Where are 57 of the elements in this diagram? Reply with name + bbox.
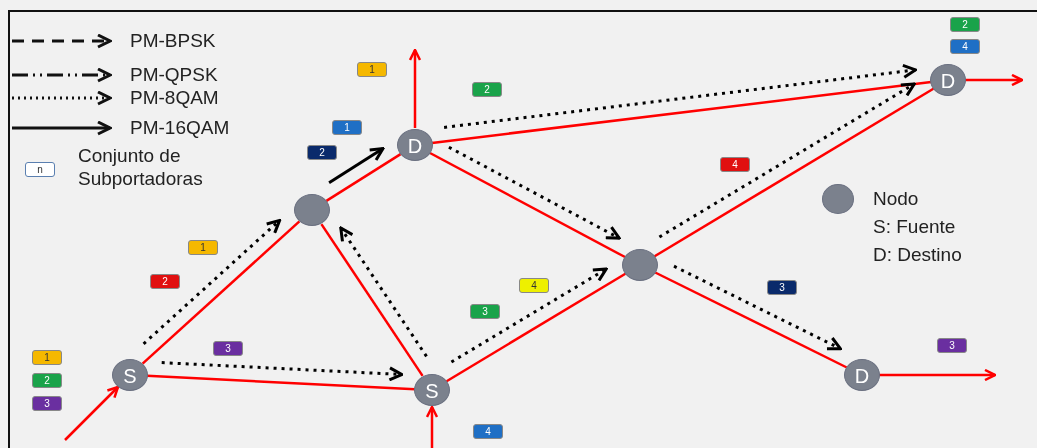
arrow [64,385,120,441]
link-line [445,272,627,383]
node-circle: D [930,64,966,96]
subcarrier-tag: 2 [150,274,180,289]
subcarrier-tag: 2 [32,373,62,388]
subcarrier-tag: 2 [472,82,502,97]
subcarrier-tag: 3 [937,338,967,353]
subcarrier-tag: 1 [332,120,362,135]
subcarrier-tag: 3 [767,280,797,295]
legend-text: PM-16QAM [130,116,230,139]
node-circle: S [112,359,148,391]
link-line [146,374,416,391]
arrow [443,63,917,129]
legend-text: Conjunto de Subportadoras [78,144,204,190]
legend-text: S: Fuente [873,215,956,238]
legend-text: PM-BPSK [130,29,216,52]
arrow [425,405,439,448]
subcarrier-tag: 4 [950,39,980,54]
arrow [161,361,404,382]
subcarrier-tag: 2 [950,17,980,32]
legend-text: D: Destino [873,243,962,266]
link-line [653,87,935,258]
link-line [325,153,402,202]
node-circle [622,249,658,281]
link-line [141,220,301,365]
legend-text: PM-8QAM [130,86,219,109]
subcarrier-tag: 1 [32,350,62,365]
legend-text: PM-QPSK [130,63,218,86]
node-circle: D [397,129,433,161]
link-line [654,271,848,369]
node-circle: D [844,359,880,391]
arrow [328,147,385,184]
node-circle: S [414,374,450,406]
subcarrier-tag: 3 [470,304,500,319]
subcarrier-tag: 4 [720,157,750,172]
subcarrier-tag: n [25,162,55,177]
subcarrier-tag: 3 [213,341,243,356]
arrow [450,267,608,364]
link-line [431,80,932,145]
subcarrier-tag: 4 [519,278,549,293]
subcarrier-tag: 1 [357,62,387,77]
subcarrier-tag: 2 [307,145,337,160]
arrow [142,218,282,345]
arrow [658,82,916,239]
subcarrier-tag: 1 [188,240,218,255]
arrow [408,48,422,128]
link-line [320,223,424,377]
arrow [673,264,842,351]
subcarrier-tag: 4 [473,424,503,439]
link-line [429,151,626,259]
node-circle [294,194,330,226]
subcarrier-tag: 3 [32,396,62,411]
arrow [339,226,428,358]
arrow [448,145,621,240]
arrow [879,368,997,382]
arrow [965,73,1024,87]
legend-text: Nodo [873,187,919,210]
